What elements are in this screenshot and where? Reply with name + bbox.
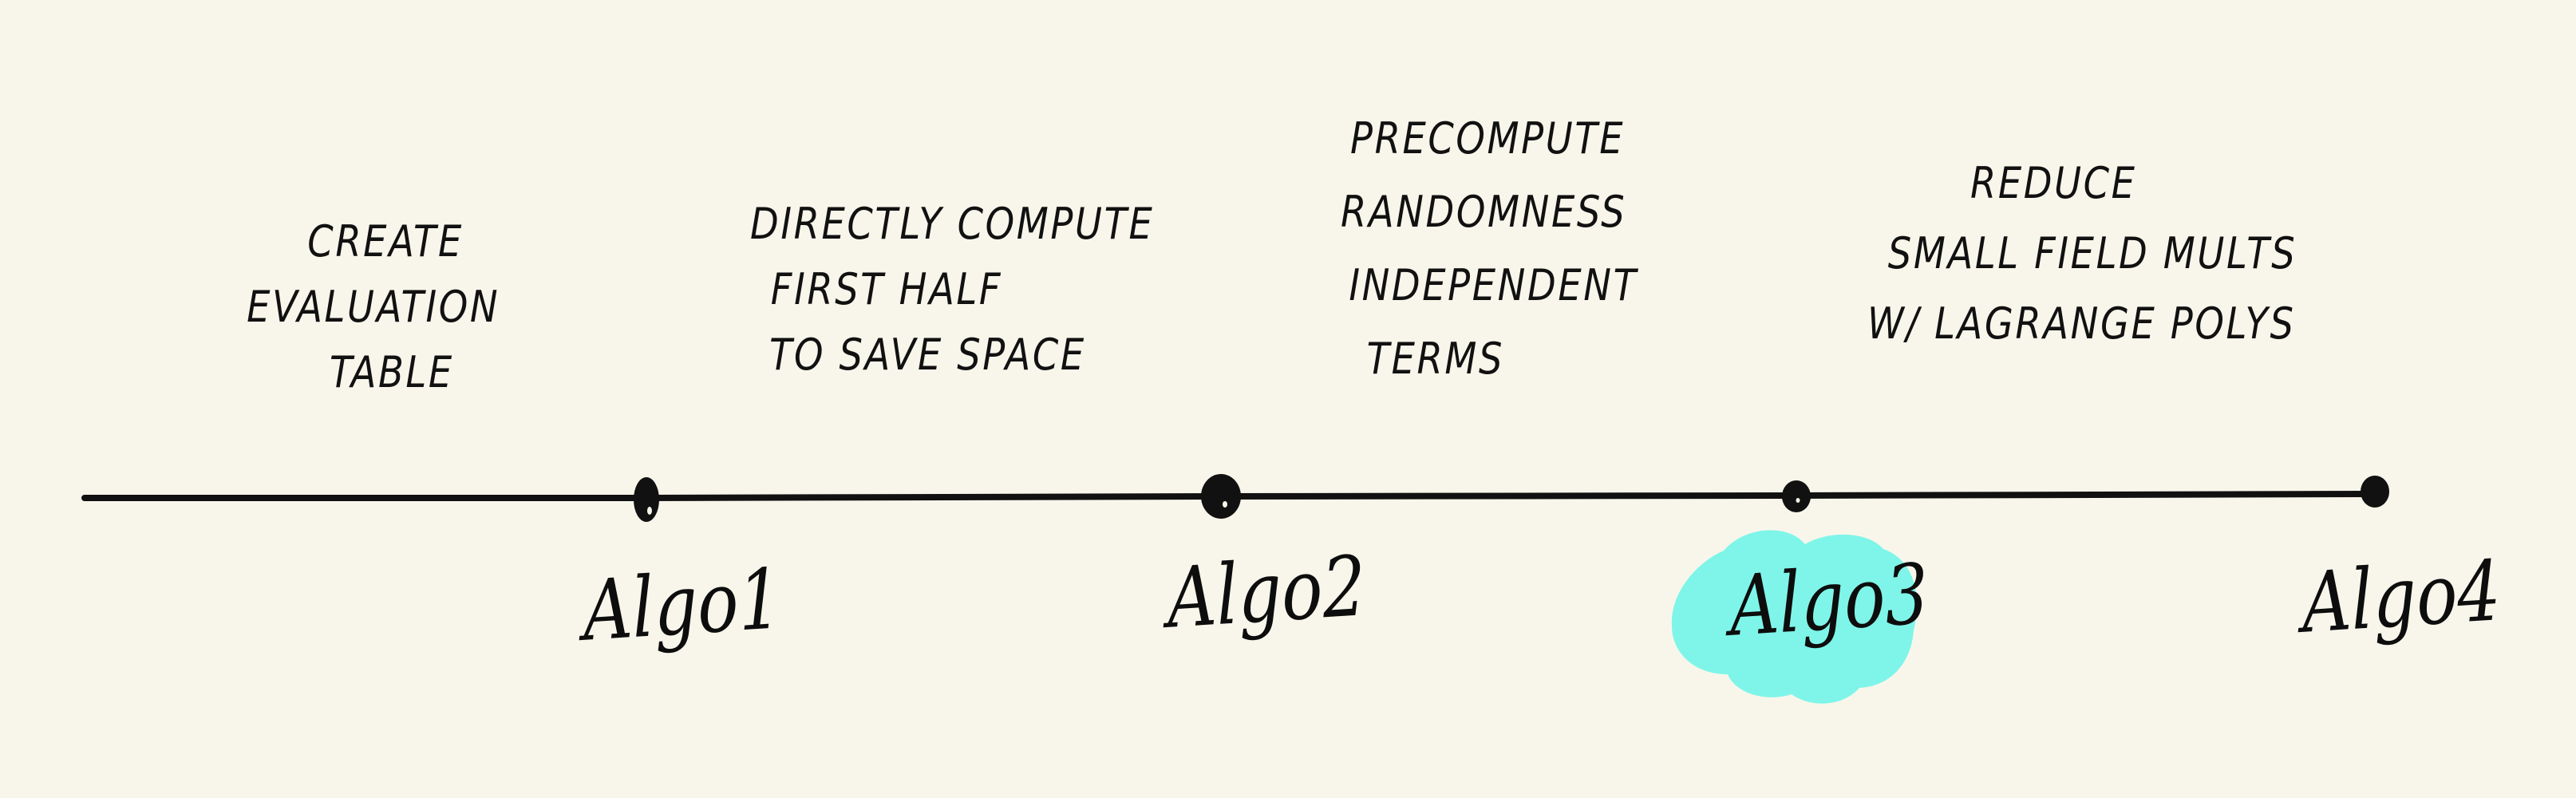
description-line: PRECOMPUTE — [1350, 113, 1626, 164]
milestone-dot-algo1 — [634, 477, 659, 522]
milestone-label-algo2: Algo2 — [1164, 537, 1368, 647]
description-line: W/ LAGRANGE POLYS — [1867, 298, 2296, 349]
description-line: EVALUATION — [247, 282, 500, 332]
milestone-label-algo3: Algo3 — [1727, 545, 1930, 655]
milestone-label-algo4: Algo4 — [2299, 542, 2503, 652]
description-line: TO SAVE SPACE — [769, 330, 1086, 380]
description-line: FIRST HALF — [770, 264, 1003, 314]
description-line: DIRECTLY COMPUTE — [750, 199, 1155, 249]
milestone-description-algo1: CREATE EVALUATION TABLE — [247, 209, 500, 405]
milestone-dot-algo4 — [2361, 476, 2389, 508]
description-line: TABLE — [329, 347, 454, 397]
milestone-dot-algo2 — [1201, 474, 1241, 519]
milestone-description-algo3: PRECOMPUTE RANDOMNESS INDEPENDENT TERMS — [1341, 102, 1638, 396]
description-line: INDEPENDENT — [1349, 260, 1638, 310]
description-line: TERMS — [1366, 334, 1505, 384]
milestone-description-algo4: REDUCE SMALL FIELD MULTS W/ LAGRANGE POL… — [1867, 148, 2297, 359]
milestone-label-algo1: Algo1 — [580, 550, 784, 660]
milestone-description-algo2: DIRECTLY COMPUTE FIRST HALF TO SAVE SPAC… — [750, 192, 1154, 388]
description-line: REDUCE — [1970, 158, 2137, 208]
description-line: RANDOMNESS — [1341, 187, 1627, 237]
description-line: SMALL FIELD MULTS — [1887, 228, 2297, 279]
milestone-dot-algo3 — [1782, 480, 1811, 512]
description-line: CREATE — [307, 216, 464, 267]
